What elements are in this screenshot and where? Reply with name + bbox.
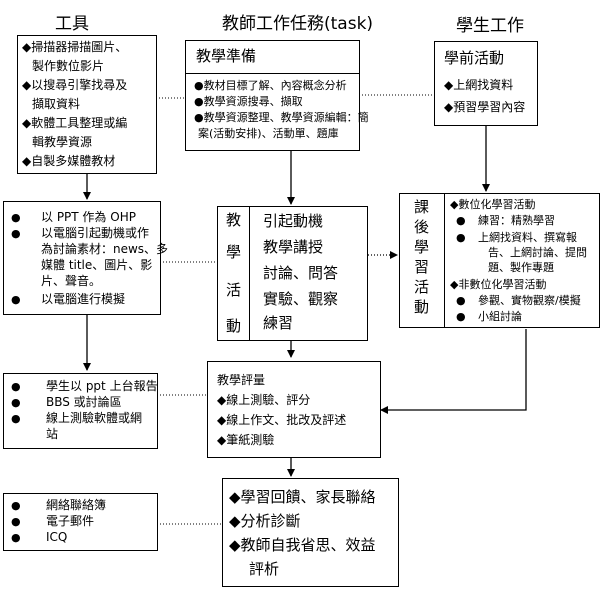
after-class-line: 參觀、實物觀察/模擬 bbox=[478, 294, 581, 307]
after-class-line: 告、上網討論、提問 bbox=[488, 246, 587, 259]
teaching-prep-item: 案(活動安排)、活動單、題庫 bbox=[198, 127, 339, 140]
tools2-line: 片、聲音。 bbox=[41, 274, 102, 288]
after-class-label-char: 課 bbox=[414, 198, 430, 216]
bullet-icon: ● bbox=[11, 211, 21, 224]
tools4-line: 電子郵件 bbox=[46, 514, 95, 528]
feedback-line: ◆分析診斷 bbox=[229, 512, 301, 530]
tools3-line: 學生以 ppt 上台報告 bbox=[46, 379, 158, 393]
pre-class-item: ◆預習學習內容 bbox=[444, 100, 526, 114]
teaching-prep-divider bbox=[186, 73, 359, 74]
teaching-activity-label-char: 學 bbox=[226, 243, 242, 261]
teaching-activity-line: 實驗、觀察 bbox=[263, 290, 339, 308]
tools2-line: 以 PPT 作為 OHP bbox=[41, 210, 136, 224]
feedback-line: 評析 bbox=[249, 560, 280, 578]
bullet-icon: ● bbox=[11, 293, 21, 306]
teaching-activity-label-char: 教 bbox=[226, 211, 242, 229]
after-class-heading: ◆非數位化學習活動 bbox=[450, 278, 547, 291]
pre-class-activity-box: 學前活動 ◆上網找資料 ◆預習學習內容 bbox=[434, 41, 538, 126]
tools2-line: 媒體 title、圖片、影 bbox=[41, 258, 153, 272]
after-class-line: 練習：精熟學習 bbox=[478, 214, 555, 227]
tools1-line: 輯教學資源 bbox=[32, 135, 93, 149]
teaching-prep-item: ●教學資源搜尋、擷取 bbox=[194, 95, 303, 108]
bullet-icon: ● bbox=[456, 231, 466, 244]
after-class-label-char: 後 bbox=[414, 218, 430, 236]
after-class-label-char: 動 bbox=[414, 298, 430, 316]
header-student-work: 學生工作 bbox=[456, 16, 524, 36]
after-class-heading: ◆數位化學習活動 bbox=[450, 198, 536, 211]
bullet-icon: ● bbox=[11, 227, 21, 240]
teaching-prep-box: 教學準備 ●教材目標了解、內容概念分析 ●教學資源搜尋、擷取 ●教學資源整理、教… bbox=[185, 40, 369, 151]
tools1-line: 擷取資料 bbox=[32, 97, 81, 111]
after-class-activity-box: 課 後 學 習 活 動 ◆數位化學習活動 ● 練習：精熟學習 ● 上網找資料、撰… bbox=[399, 193, 600, 328]
after-class-label-char: 習 bbox=[414, 258, 430, 276]
bullet-icon: ● bbox=[456, 214, 466, 227]
after-class-line: 上網找資料、撰寫報 bbox=[478, 231, 577, 244]
tools4-line: 網絡聯絡簿 bbox=[46, 498, 107, 512]
teaching-activity-line: 引起動機 bbox=[263, 212, 324, 230]
bullet-icon: ● bbox=[11, 412, 21, 425]
after-class-line: 題、製作專題 bbox=[488, 261, 554, 274]
tools3-line: BBS 或討論區 bbox=[46, 395, 122, 409]
teaching-activity-label-char: 活 bbox=[226, 281, 242, 299]
teaching-evaluation-box: 教學評量 ◆線上測驗、評分 ◆線上作文、批改及評述 ◆筆紙測驗 bbox=[207, 361, 381, 458]
tools1-line: ◆以搜尋引擎找尋及 bbox=[22, 78, 128, 92]
tools1-line: ◆自製多媒體教材 bbox=[22, 154, 116, 168]
tools1-line: ◆軟體工具整理或編 bbox=[22, 116, 128, 130]
bullet-icon: ● bbox=[456, 294, 466, 307]
after-class-label-char: 活 bbox=[414, 278, 430, 296]
after-class-line: 小組討論 bbox=[478, 310, 522, 323]
feedback-line: ◆學習回饋、家長聯絡 bbox=[229, 488, 376, 506]
header-tools: 工具 bbox=[55, 14, 89, 34]
tools1-line: 製作數位影片 bbox=[32, 59, 105, 73]
tools2-line: 為討論素材：news、多 bbox=[41, 242, 169, 256]
feedback-box: ◆學習回饋、家長聯絡 ◆分析診斷 ◆教師自我省思、效益 評析 bbox=[222, 478, 399, 587]
bullet-icon: ● bbox=[456, 310, 466, 323]
tools3-line: 站 bbox=[46, 427, 59, 441]
feedback-line: ◆教師自我省思、效益 bbox=[229, 536, 376, 554]
tools-box-4: ● 網絡聯絡簿 ● 電子郵件 ● ICQ bbox=[3, 493, 158, 551]
teaching-evaluation-item: ◆筆紙測驗 bbox=[217, 433, 275, 447]
arrow-after-to-eval bbox=[380, 329, 527, 414]
header-teacher-tasks: 教師工作任務(task) bbox=[222, 14, 374, 34]
teaching-evaluation-item: ◆線上測驗、評分 bbox=[217, 393, 311, 407]
bullet-icon: ● bbox=[11, 531, 21, 544]
tools2-line: 以電腦進行模擬 bbox=[41, 292, 126, 306]
bullet-icon: ● bbox=[11, 396, 21, 409]
teaching-prep-item: ●教材目標了解、內容概念分析 bbox=[194, 79, 347, 92]
tools-box-2: ● 以 PPT 作為 OHP ● 以電腦引起動機或作 為討論素材：news、多 … bbox=[3, 201, 168, 315]
tools-box-1: ◆掃描器掃描圖片、 製作數位影片 ◆以搜尋引擎找尋及 擷取資料 ◆軟體工具整理或… bbox=[17, 35, 157, 174]
teaching-evaluation-title: 教學評量 bbox=[217, 373, 266, 387]
bullet-icon: ● bbox=[11, 515, 21, 528]
teaching-activity-box: 教 學 活 動 引起動機 教學講授 討論、問答 實驗、觀察 練習 bbox=[217, 206, 368, 341]
pre-class-title: 學前活動 bbox=[444, 49, 505, 67]
tools1-line: ◆掃描器掃描圖片、 bbox=[22, 40, 128, 54]
teaching-prep-item: ●教學資源整理、教學資源編輯：簡 bbox=[194, 111, 369, 124]
teaching-evaluation-item: ◆線上作文、批改及評述 bbox=[217, 413, 347, 427]
after-class-label-char: 學 bbox=[414, 238, 430, 256]
tools4-line: ICQ bbox=[46, 530, 68, 544]
bullet-icon: ● bbox=[11, 380, 21, 393]
tools2-line: 以電腦引起動機或作 bbox=[41, 226, 150, 240]
after-class-divider bbox=[444, 194, 445, 327]
teaching-activity-line: 練習 bbox=[263, 314, 294, 332]
teaching-activity-divider bbox=[249, 207, 250, 340]
tools3-line: 線上測驗軟體或網 bbox=[46, 411, 143, 425]
teaching-activity-line: 教學講授 bbox=[263, 238, 324, 256]
pre-class-item: ◆上網找資料 bbox=[444, 78, 514, 92]
tools-box-3: ● 學生以 ppt 上台報告 ● BBS 或討論區 ● 線上測驗軟體或網 站 bbox=[3, 373, 158, 449]
bullet-icon: ● bbox=[11, 499, 21, 512]
teaching-prep-title: 教學準備 bbox=[196, 47, 257, 65]
teaching-activity-label-char: 動 bbox=[226, 317, 242, 335]
teaching-activity-line: 討論、問答 bbox=[263, 264, 339, 282]
